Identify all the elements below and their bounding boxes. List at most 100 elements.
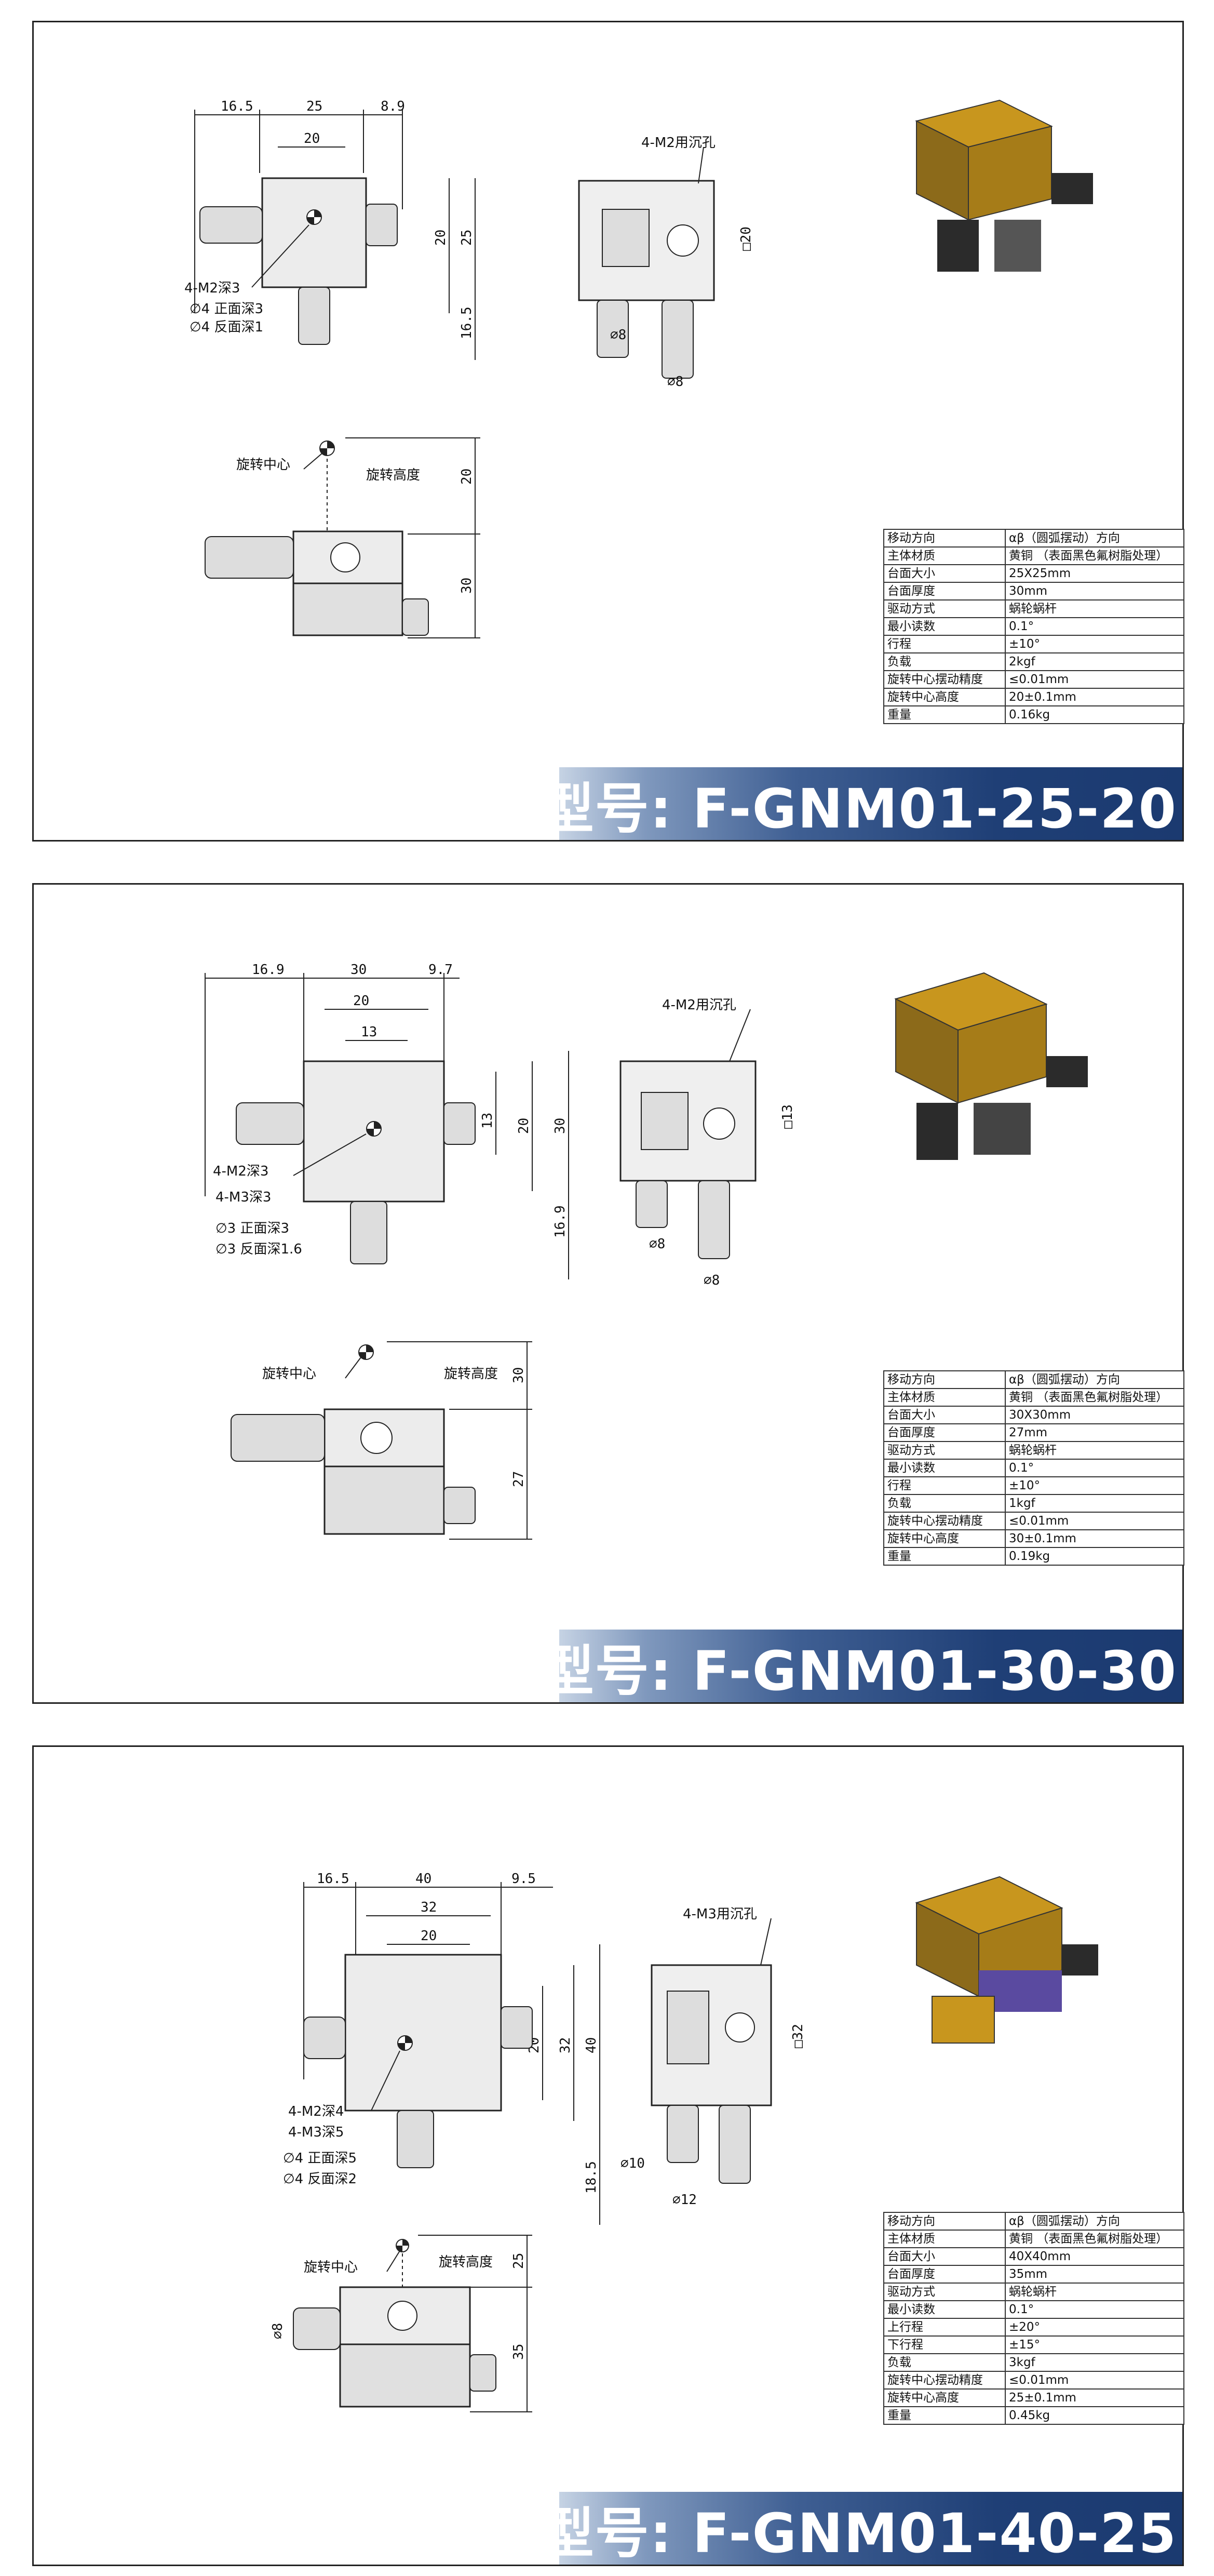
spec-value: 3kgf <box>1005 2353 1184 2372</box>
front-view-stage <box>619 1060 757 1259</box>
top-dim-0: 16.9 <box>252 962 285 978</box>
model-banner: 型号: F-GNM01-25-20 <box>540 767 1182 840</box>
spec-key: 旋转中心摆动精度 <box>883 2371 1006 2390</box>
top-view-stage <box>236 1060 476 1264</box>
spec-key: 台面大小 <box>883 564 1006 583</box>
spec-key: 行程 <box>883 1476 1006 1495</box>
spec-key: 下行程 <box>883 2335 1006 2354</box>
spec-row: 主体材质黄铜 （表面黑色氟树脂处理） <box>883 546 1184 565</box>
left-callout-0: 4-M2深4 <box>288 2104 344 2119</box>
top-dim-2: 9.7 <box>428 962 453 978</box>
spec-key: 最小读数 <box>883 617 1006 636</box>
top-dim-4: 13 <box>361 1024 377 1040</box>
top-dim-2: 9.5 <box>511 1871 536 1887</box>
technical-drawing: 16.5 40 9.5 32 20 20 32 40 18.5 4-M2深4 4… <box>270 1871 1098 2412</box>
side-dim-1: 20 <box>516 1118 532 1134</box>
spec-key: 重量 <box>883 705 1006 724</box>
right-callout: 4-M2用沉孔 <box>662 997 736 1013</box>
rotation-center-label: 旋转中心 <box>304 2260 358 2275</box>
side-dim-2: 30 <box>552 1118 568 1134</box>
spec-key: 重量 <box>883 1547 1006 1566</box>
side-view-stage <box>231 1408 476 1535</box>
spec-value: 20±0.1mm <box>1005 688 1184 706</box>
right-dim-2: ∅12 <box>672 2192 697 2208</box>
model-banner: 型号: F-GNM01-30-30 <box>540 1630 1182 1703</box>
spec-value: 蜗轮蜗杆 <box>1005 1441 1184 1460</box>
spec-value: 35mm <box>1005 2265 1184 2284</box>
spec-key: 主体材质 <box>883 546 1006 565</box>
left-callout-2: ∅4 正面深5 <box>283 2151 357 2166</box>
left-callout-3: ∅3 反面深1.6 <box>215 1242 302 1257</box>
spec-row: 旋转中心摆动精度≤0.01mm <box>883 1512 1184 1530</box>
bottom-dim-1: 30 <box>459 578 475 594</box>
spec-key: 台面大小 <box>883 1406 1006 1424</box>
spec-key: 负载 <box>883 1494 1006 1513</box>
rotation-height-label: 旋转高度 <box>444 1366 498 1382</box>
product-render <box>894 972 1088 1160</box>
spec-value: 1kgf <box>1005 1494 1184 1513</box>
right-dim-1: ∅8 <box>610 327 626 343</box>
side-dim-3: 16.9 <box>552 1205 568 1238</box>
spec-value: 25X25mm <box>1005 564 1184 583</box>
spec-row: 行程±10° <box>883 635 1184 653</box>
bottom-dim-1: 27 <box>511 1471 527 1487</box>
rotation-height-label: 旋转高度 <box>439 2254 493 2270</box>
product-panel-f-gnm01-25-20: 16.5 25 8.9 20 20 25 16.5 4-M2深3 ∅4 正面深3… <box>32 21 1184 842</box>
spec-key: 旋转中心高度 <box>883 1529 1006 1548</box>
model-banner: 型号: F-GNM01-40-25 <box>540 2492 1182 2565</box>
left-callout-1: 4-M3深5 <box>288 2125 344 2140</box>
bottom-dim-0: 20 <box>459 469 475 485</box>
left-callout-2: ∅4 反面深1 <box>190 319 263 335</box>
model-title: 型号: F-GNM01-40-25 <box>539 2501 1177 2565</box>
spec-row: 驱动方式蜗轮蜗杆 <box>883 1441 1184 1460</box>
spec-key: 旋转中心高度 <box>883 688 1006 706</box>
spec-value: 0.1° <box>1005 1459 1184 1477</box>
top-dim-2: 8.9 <box>381 99 405 114</box>
left-callout-0: 4-M2深3 <box>184 281 240 296</box>
top-dim-1: 40 <box>415 1871 431 1887</box>
spec-key: 负载 <box>883 652 1006 671</box>
bottom-dim-0: 30 <box>511 1367 527 1383</box>
product-panel-f-gnm01-30-30: 16.9 30 9.7 20 13 13 20 30 16.9 4-M2深3 4… <box>32 883 1184 1704</box>
spec-value: 30mm <box>1005 582 1184 600</box>
spec-key: 主体材质 <box>883 2230 1006 2248</box>
product-render <box>915 99 1093 272</box>
bottom-dim-0: 25 <box>511 2253 527 2269</box>
side-dim-0: 13 <box>480 1113 495 1129</box>
spec-value: 27mm <box>1005 1423 1184 1442</box>
spec-key: 旋转中心摆动精度 <box>883 1512 1006 1530</box>
right-dim-0: □32 <box>790 2024 806 2048</box>
front-view-stage <box>651 1964 772 2184</box>
right-dim-2: ∅8 <box>667 374 683 390</box>
spec-value: 30±0.1mm <box>1005 1529 1184 1548</box>
spec-value: 0.45kg <box>1005 2406 1184 2425</box>
right-dim-0: □13 <box>780 1104 795 1129</box>
side-view-stage <box>293 2286 496 2408</box>
spec-key: 驱动方式 <box>883 599 1006 618</box>
spec-key: 最小读数 <box>883 1459 1006 1477</box>
side-dim-3: 18.5 <box>584 2161 599 2194</box>
technical-drawing: 16.9 30 9.7 20 13 13 20 30 16.9 4-M2深3 4… <box>205 962 1088 1540</box>
right-callout: 4-M2用沉孔 <box>641 135 716 151</box>
spec-value: ≤0.01mm <box>1005 1512 1184 1530</box>
left-callout-3: ∅4 反面深2 <box>283 2171 357 2187</box>
spec-value: αβ（圆弧摆动）方向 <box>1005 529 1184 548</box>
rotation-height-label: 旋转高度 <box>366 468 420 483</box>
rotation-center-label: 旋转中心 <box>236 457 290 473</box>
spec-value: 黄铜 （表面黑色氟树脂处理） <box>1005 1388 1184 1407</box>
top-dim-3: 32 <box>421 1900 437 1915</box>
side-dim-1: 25 <box>459 230 475 246</box>
side-dim-2: 16.5 <box>459 306 475 339</box>
left-callout-1: ∅4 正面深3 <box>190 301 263 317</box>
spec-value: αβ（圆弧摆动）方向 <box>1005 2212 1184 2231</box>
